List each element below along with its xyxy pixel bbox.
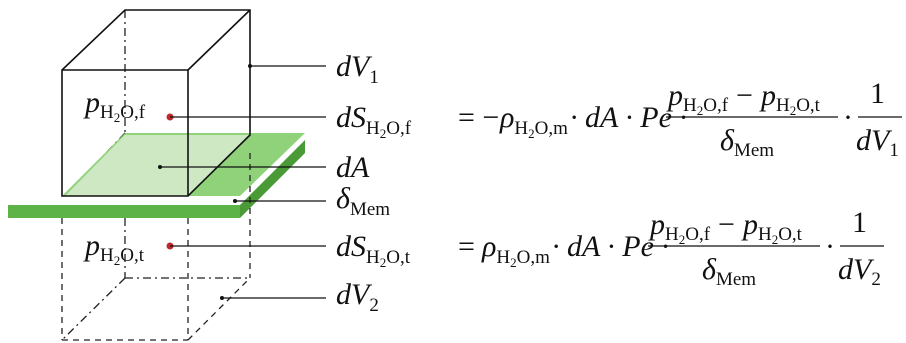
label-dV2: dV2 (336, 278, 379, 316)
eq-perm-equals: = (458, 230, 475, 263)
eq-feed-frac2-num: 1 (870, 77, 885, 110)
leader-lines (158, 64, 326, 300)
eq-perm-lhs: dSH2O,t (336, 230, 411, 270)
eq-perm-den: δMem (702, 253, 756, 290)
membrane-front-face (8, 205, 240, 218)
eq-perm-rho: ρH2O,m (481, 230, 550, 270)
permeate-volume-cube (61, 153, 251, 341)
eq-feed-lhs: dSH2O,f (336, 101, 412, 141)
membrane-area-highlight (65, 135, 250, 196)
eq-perm-num: pH2O,f−pH2O,t (648, 208, 803, 247)
equation-feed: dSH2O,f = − ρH2O,m · dA · Pe · pH2O,f−pH… (336, 77, 902, 161)
label-p-feed: pH2O,f (83, 86, 146, 125)
eq-perm-dot: · (825, 230, 835, 263)
membrane-sheet (8, 133, 305, 218)
eq-feed-dot: · (843, 101, 853, 134)
label-dA: dA (336, 151, 370, 184)
eq-feed-rho: ρH2O,m (499, 101, 568, 141)
label-p-permeate: pH2O,t (83, 229, 145, 268)
eq-feed-num: pH2O,f−pH2O,t (666, 79, 821, 118)
eq-feed-equals: = − (458, 101, 499, 134)
label-delta-mem: δMem (336, 182, 390, 220)
feed-volume-cube (61, 9, 251, 197)
eq-feed-den: δMem (720, 124, 774, 161)
label-dV1: dV1 (336, 50, 379, 88)
membrane-side-face (240, 140, 305, 218)
eq-perm-frac2-den: dV2 (838, 253, 881, 290)
eq-feed-frac2-den: dV1 (856, 124, 899, 161)
eq-perm-frac2-num: 1 (852, 206, 867, 239)
equation-permeate: dSH2O,t = ρH2O,m · dA · Pe · pH2O,f−pH2O… (336, 206, 884, 290)
